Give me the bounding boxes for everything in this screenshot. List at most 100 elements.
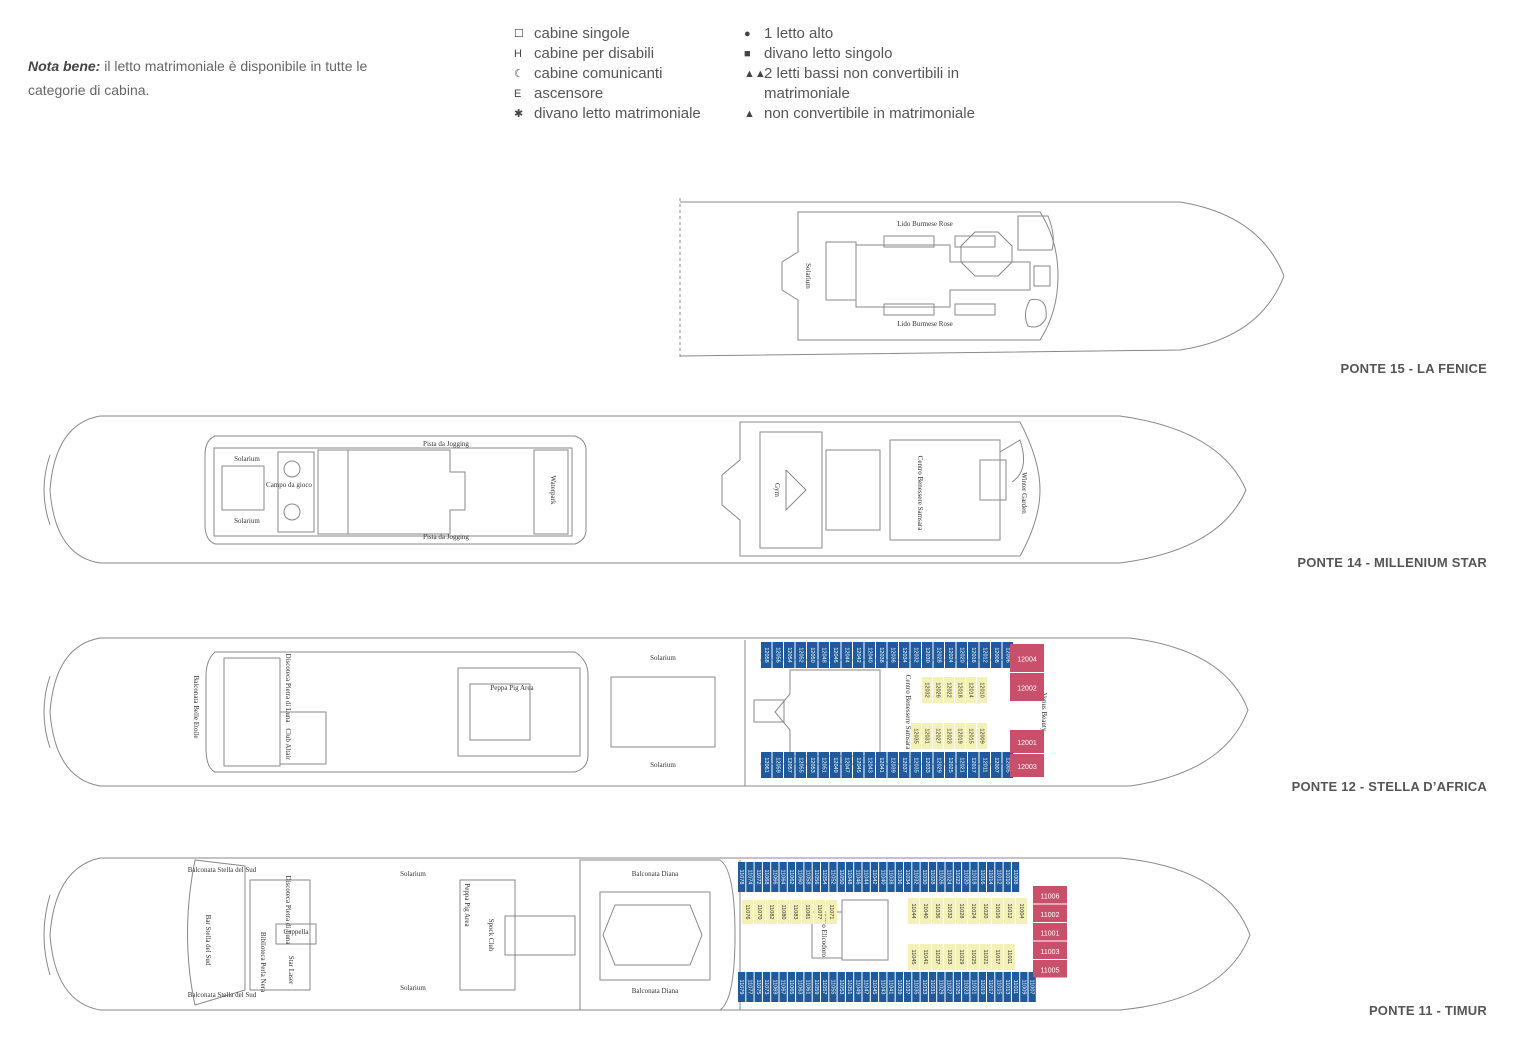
- deck-3-area-label: Discoteca Pietra di Luna: [284, 875, 292, 945]
- cabin-11-bottom: [920, 972, 928, 1002]
- cabin-12-top-number: 12024: [947, 647, 953, 662]
- cabin-11-yellow: [814, 900, 825, 924]
- cabin-11-bottom-number: 11037: [904, 980, 910, 995]
- cabin-11-top-number: 11054: [821, 870, 827, 885]
- cabin-11-top-number: 11008: [1012, 870, 1018, 885]
- cabin-11-yellow-number: 11032: [946, 904, 952, 919]
- cabin-12-top-number: 12046: [832, 647, 838, 662]
- cabin-11-bottom: [854, 972, 862, 1002]
- cabin-12-top: [922, 642, 933, 668]
- cabin-11-yellow: [742, 900, 753, 924]
- cabin-11-yellow-number: 11071: [828, 905, 834, 920]
- cabin-12-top: [979, 642, 990, 668]
- cabin-11-yellow-number: 11033: [946, 950, 952, 965]
- cabin-11-bottom: [738, 972, 746, 1002]
- cabin-12-top-number: 12028: [935, 647, 941, 662]
- cabin-12-top-number: 12036: [889, 647, 895, 662]
- cabin-11-top-number: 11032: [912, 870, 918, 885]
- cabin-12-bottom-number: 12047: [843, 757, 849, 772]
- cabin-12-top: [899, 642, 910, 668]
- cabin-12-top: [761, 642, 772, 668]
- cabin-11-top: [970, 862, 978, 892]
- cabin-12-top: [795, 642, 806, 668]
- cabin-12-yellow: [977, 723, 987, 749]
- cabin-11-bottom-number: 11041: [888, 980, 894, 995]
- cabin-11-top-number: 11072: [755, 870, 761, 885]
- cabin-12-top: [1002, 642, 1013, 668]
- cabin-11-yellow-number: 11070: [756, 905, 762, 920]
- cabin-12-bottom: [853, 752, 864, 778]
- cabin-12-top-number: 12050: [809, 647, 815, 662]
- cabin-12-top-number: 12038: [878, 647, 884, 662]
- cabin-11-bottom-number: 11069: [771, 980, 777, 995]
- cabin-11-bottom-number: 11055: [829, 980, 835, 995]
- cabin-12-bottom-number: 12055: [797, 757, 803, 772]
- cabin-11-bottom: [912, 972, 920, 1002]
- cabin-11-red: [1033, 941, 1067, 959]
- cabin-12-top: [876, 642, 887, 668]
- cabin-11-top-number: 11066: [771, 870, 777, 885]
- cabin-11-bottom-number: 11027: [946, 980, 952, 995]
- deck-1-area-label: Solarium: [234, 455, 260, 463]
- cabin-12-top-number: 12048: [820, 647, 826, 662]
- cabin-12-top-number: 12034: [901, 647, 907, 662]
- cabin-12-bottom: [910, 752, 921, 778]
- cabin-12-yellow: [922, 723, 932, 749]
- cabin-12-top: [968, 642, 979, 668]
- cabin-12-red: [1010, 644, 1044, 672]
- cabin-11-top: [779, 862, 787, 892]
- cabin-11-red-number: 11003: [1041, 949, 1060, 956]
- cabin-11-yellow-number: 11029: [958, 950, 964, 965]
- cabin-11-top-number: 11018: [971, 870, 977, 885]
- cabin-11-bottom-number: 11019: [979, 980, 985, 995]
- cabin-11-top-number: 11068: [763, 870, 769, 885]
- cabin-11-bottom: [771, 972, 779, 1002]
- cabin-11-yellow: [826, 900, 837, 924]
- cabin-11-top: [912, 862, 920, 892]
- cabin-11-red-number: 11002: [1041, 912, 1060, 919]
- cabin-12-top: [991, 642, 1002, 668]
- deck-3-area-label: Balconata Stella del Sud: [188, 991, 257, 999]
- cabin-12-bottom: [795, 752, 806, 778]
- cabin-11-bottom: [953, 972, 962, 1002]
- cabin-12-red-number: 12003: [1017, 764, 1037, 771]
- deck-1-area-label: Campo da gioco: [266, 481, 312, 489]
- cabin-12-red-number: 12004: [1017, 657, 1037, 664]
- cabin-12-top-number: 12008: [993, 647, 999, 662]
- cabin-11-bottom: [870, 972, 879, 1002]
- deck-2-area-label: Venus Beauty: [1040, 693, 1048, 732]
- deck-2-area-label: Solarium: [650, 654, 676, 662]
- non-convertible-icon: ▲: [744, 108, 755, 120]
- cabin-11-yellow: [956, 898, 967, 924]
- cabin-11-yellow-number: 11077: [816, 905, 822, 920]
- cabin-11-yellow: [908, 944, 919, 970]
- cabin-11-bottom: [970, 972, 978, 1002]
- legend-row: ☐cabine singole: [514, 24, 701, 44]
- cabin-12-yellow-number: 12032: [924, 682, 930, 697]
- deck-3-area-label: Peppa Pig Area: [463, 883, 471, 927]
- cabin-11-bottom-number: 11029: [937, 980, 943, 995]
- cabin-11-top: [821, 862, 829, 892]
- cabin-11-top: [845, 862, 854, 892]
- cabin-12-top-number: 12032: [912, 647, 918, 662]
- cabin-12-yellow-number: 12035: [913, 728, 919, 743]
- cabin-11-bottom: [895, 972, 903, 1002]
- deck-1-area-label: Pista da Jogging: [423, 533, 469, 541]
- cabin-11-top: [962, 862, 970, 892]
- legend-row: ●1 letto alto: [744, 24, 1014, 44]
- cabin-12-yellow: [944, 677, 954, 703]
- deck-3-area-label: Solarium: [400, 984, 426, 992]
- cabin-12-top: [887, 642, 898, 668]
- cabin-11-top: [945, 862, 953, 892]
- cabin-11-top-number: 11024: [946, 870, 952, 885]
- deck-0-area-label: Lido Burmese Rose: [897, 320, 953, 328]
- nota-bene: Nota bene: il letto matrimoniale è dispo…: [28, 54, 388, 102]
- cabin-11-top: [762, 862, 771, 892]
- legend-row: ■divano letto singolo: [744, 44, 1014, 64]
- cabin-12-yellow-number: 12031: [924, 728, 930, 743]
- legend-label: cabine singole: [534, 25, 630, 42]
- cabin-11-bottom-number: 11077: [746, 980, 752, 995]
- deck-3-area-label: Solarium: [400, 870, 426, 878]
- deck-2-area-label: Balconata Belle Etoile: [192, 676, 200, 739]
- cabin-11-top: [895, 862, 903, 892]
